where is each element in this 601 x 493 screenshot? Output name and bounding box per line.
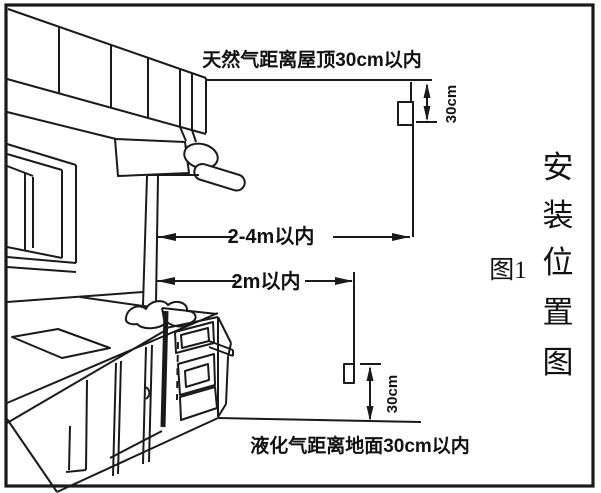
counter-edge <box>6 312 219 424</box>
wall-corner <box>142 175 159 306</box>
arrow-left-icon <box>157 277 175 285</box>
arrow-up-icon <box>366 366 374 381</box>
counter-inset <box>11 328 111 359</box>
range-hood <box>114 138 190 177</box>
lpg-detector <box>343 363 355 384</box>
dimension-annotations <box>157 79 437 421</box>
hood-duct <box>179 126 197 143</box>
svg-text:置: 置 <box>543 295 574 330</box>
stove-oven <box>160 307 234 428</box>
stove-gap-shadow <box>160 310 169 428</box>
towel <box>124 300 197 330</box>
distance-2m-label: 2m以内 <box>232 269 301 293</box>
floor-offset-label: 30cm <box>384 375 401 413</box>
figure-side-title: 安 装 位 置 图 <box>543 150 574 380</box>
svg-text:安: 安 <box>543 150 574 185</box>
floor-line <box>217 417 422 423</box>
lpg-label: 液化气距离地面30cm以内 <box>250 434 470 457</box>
window <box>6 143 77 273</box>
cabinet-fronts <box>6 344 219 493</box>
svg-text:位: 位 <box>543 245 574 280</box>
arrow-down-icon <box>366 406 374 421</box>
gas-pipe-dashed <box>176 341 179 401</box>
figure-caption: 图1 <box>489 257 527 284</box>
ceiling-offset-label: 30cm <box>443 85 460 123</box>
natural-gas-detector <box>397 101 414 126</box>
door-handle <box>145 386 151 400</box>
svg-text:图: 图 <box>543 345 574 380</box>
natural-gas-label: 天然气距离屋顶30cm以内 <box>202 48 422 71</box>
arrow-down-icon <box>423 106 431 121</box>
svg-text:装: 装 <box>543 198 574 233</box>
ceiling-edge <box>7 8 207 79</box>
arrow-up-icon <box>423 83 431 98</box>
arrow-right-icon <box>392 233 410 241</box>
arrow-right-icon <box>335 277 353 285</box>
figure-border <box>4 3 595 488</box>
distance-2-4m-label: 2-4m以内 <box>228 224 315 248</box>
kitchen-line-art <box>6 8 422 493</box>
ceiling-tile-lines <box>58 27 193 130</box>
arrow-left-icon <box>158 233 176 241</box>
